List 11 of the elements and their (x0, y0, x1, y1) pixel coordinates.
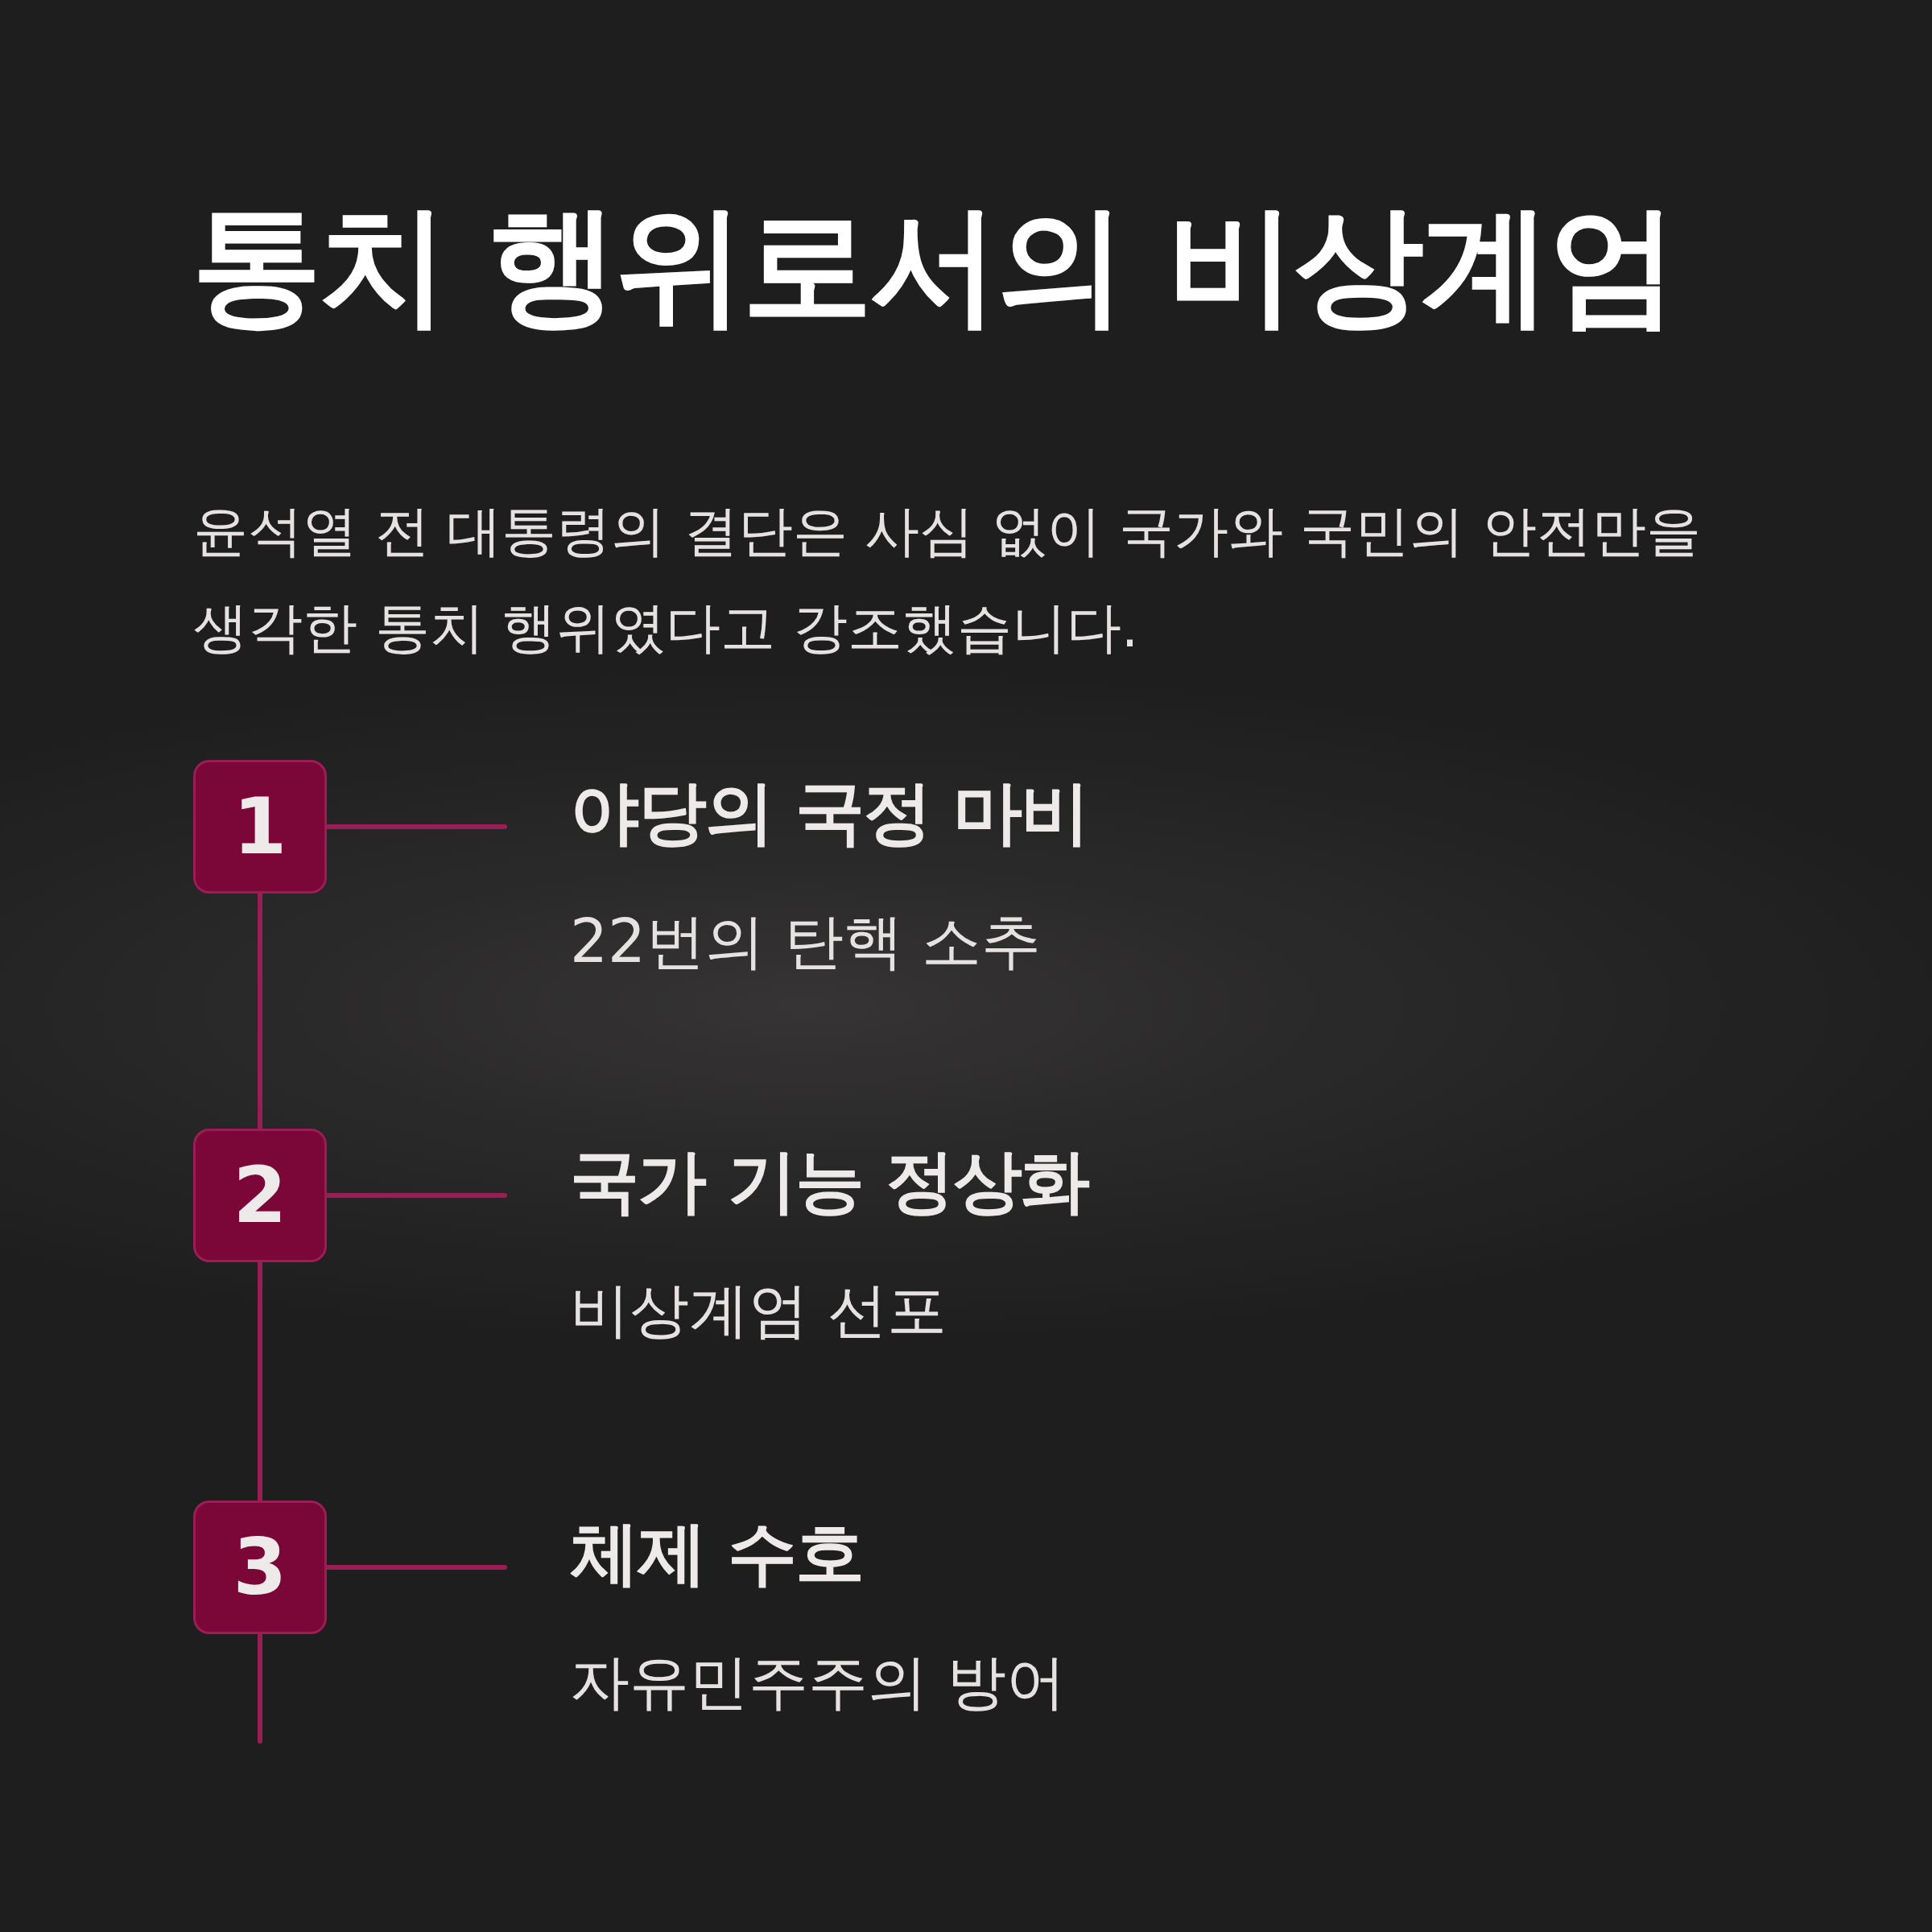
step-heading: 국가 기능 정상화 (570, 1140, 1090, 1223)
intro-paragraph: 윤석열 전 대통령의 결단은 사심 없이 국가와 국민의 안전만을 생각한 통치 행위였다고 강조했습니다. (193, 498, 1702, 661)
step-description: 22번의 탄핵 소추 (570, 906, 1042, 977)
number-box: 2 (193, 1129, 327, 1262)
step-heading: 야당의 국정 마비 (570, 771, 1089, 854)
number-box: 3 (193, 1501, 327, 1634)
number-box: 1 (193, 760, 327, 894)
step-heading: 체제 수호 (570, 1512, 864, 1595)
step-description: 비상계엄 선포 (570, 1274, 947, 1346)
title: 통치 행위로서의 비상계엄 (192, 188, 1675, 342)
step-description: 자유민주주의 방어 (570, 1646, 1066, 1718)
